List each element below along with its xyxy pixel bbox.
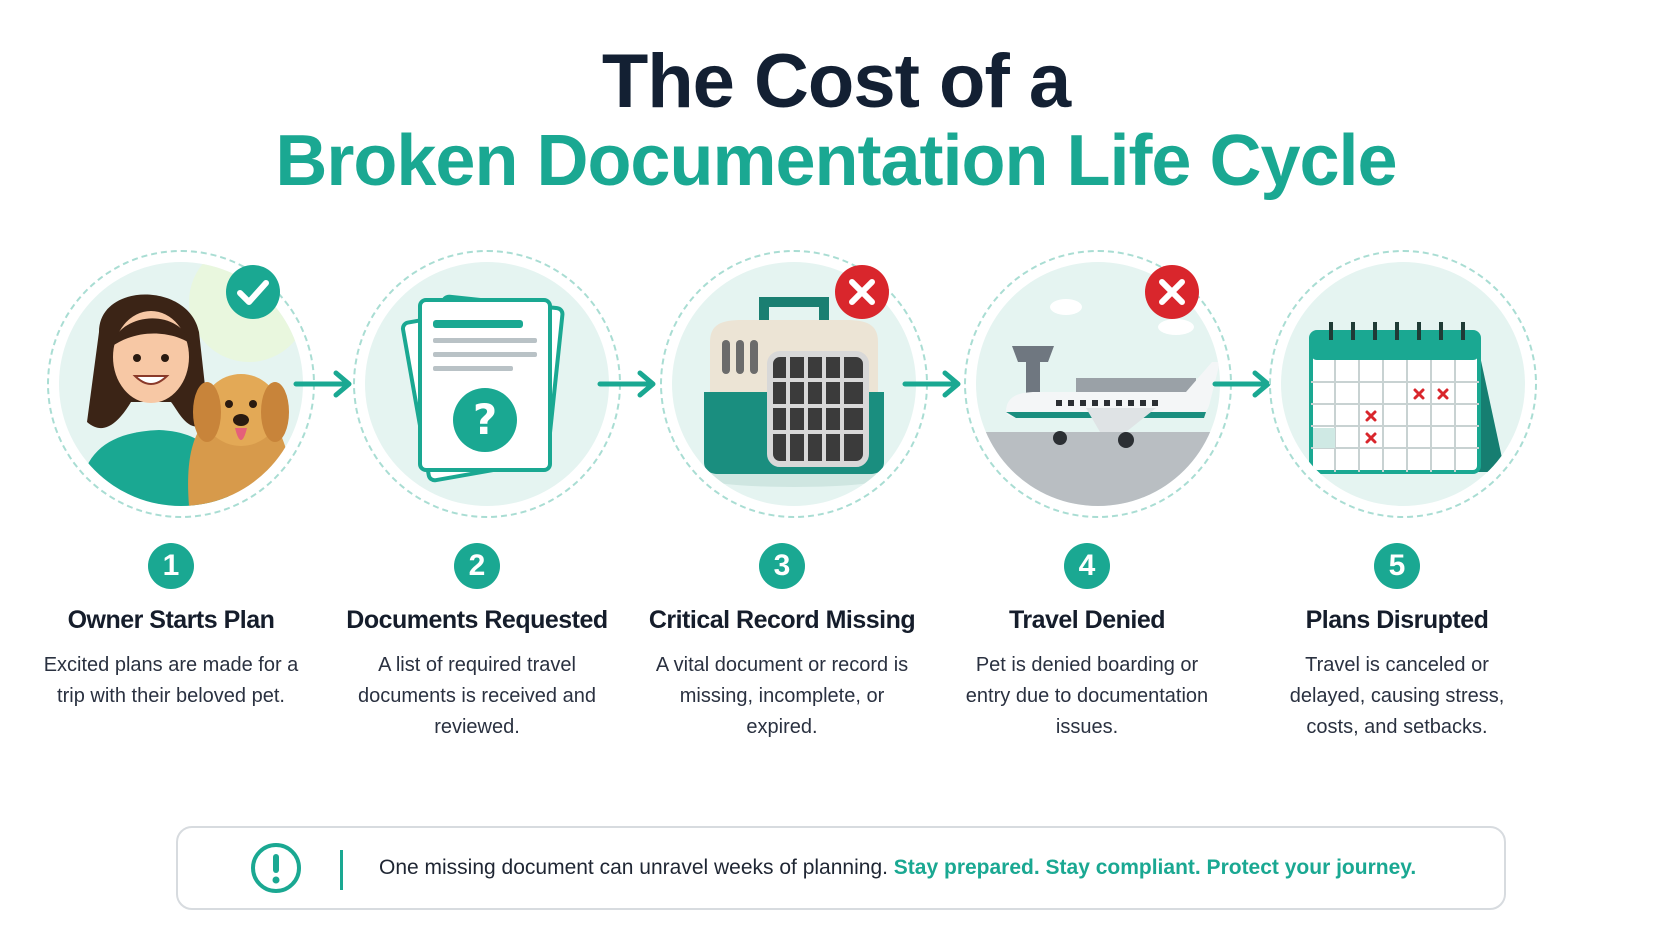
calendar-icon [1281,262,1525,506]
step-4-description: Pet is denied boarding or entry due to d… [965,654,1209,738]
step-3-number: 3 [759,543,805,589]
exclamation-icon [250,842,302,894]
arrow-right-icon [1211,369,1275,399]
step-4-number: 4 [1064,543,1110,589]
footer-divider [340,850,343,890]
page-title-line-2: Broken Documentation Life Cycle [275,121,1397,201]
svg-text:?: ? [473,395,497,444]
step-5-ring [1269,250,1537,518]
page-title-line-1: The Cost of a [601,39,1071,124]
step-1-description: Excited plans are made for a trip with t… [43,654,299,707]
step-5-title: Plans Disrupted [1305,606,1489,634]
documents-question-icon: ? [365,262,609,506]
step-3-title: Critical Record Missing [648,606,916,634]
arrow-right-icon [596,369,660,399]
step-2-description: A list of required travel documents is r… [358,654,596,738]
step-1-number: 1 [148,543,194,589]
step-5-number: 5 [1374,543,1420,589]
step-3-description: A vital document or record is missing, i… [655,654,909,738]
footer-highlight: Stay prepared. Stay compliant. Protect y… [893,856,1417,879]
step-1-title: Owner Starts Plan [67,606,275,634]
footer-callout: One missing document can unravel weeks o… [176,826,1506,910]
step-2-title: Documents Requested [346,606,608,634]
x-icon [834,264,890,320]
footer-text: One missing document can unravel weeks o… [379,856,888,879]
x-icon [1144,264,1200,320]
check-icon [225,264,281,320]
arrow-right-icon [292,369,356,399]
step-4-title: Travel Denied [1008,606,1166,634]
step-2-number: 2 [454,543,500,589]
footer-message: One missing document can unravel weeks o… [379,828,1416,908]
step-5-description: Travel is canceled or delayed, causing s… [1289,654,1505,738]
pet-carrier-icon [672,262,916,506]
arrow-right-icon [901,369,965,399]
